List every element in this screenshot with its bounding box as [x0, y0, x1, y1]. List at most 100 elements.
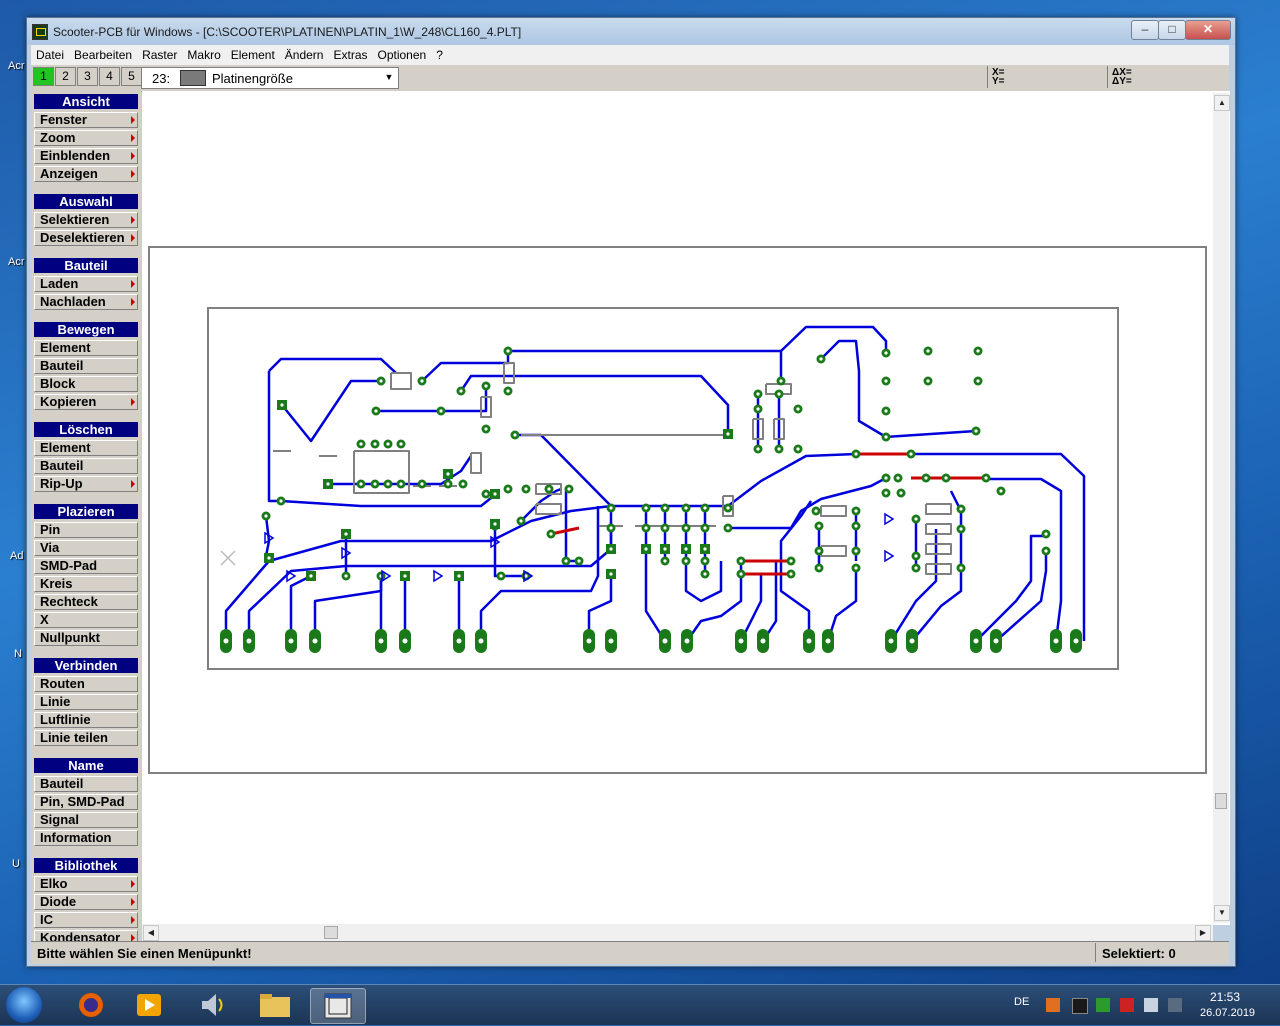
cmd-plazieren-pin[interactable]: Pin	[34, 522, 138, 538]
tray-app-icon[interactable]	[1046, 998, 1060, 1012]
cmd-verbinden-luftlinie[interactable]: Luftlinie	[34, 712, 138, 728]
cmd-plazieren-nullpunkt[interactable]: Nullpunkt	[34, 630, 138, 646]
cmd-bewegen-block[interactable]: Block	[34, 376, 138, 392]
status-message: Bitte wählen Sie einen Menüpunkt!	[37, 946, 252, 961]
title-bar[interactable]: Scooter-PCB für Windows - [C:\SCOOTER\PL…	[27, 18, 1235, 45]
menu-optionen[interactable]: Optionen	[377, 48, 427, 62]
cmd-bewegen-element[interactable]: Element	[34, 340, 138, 356]
scroll-up-icon[interactable]: ▲	[1214, 95, 1230, 111]
tray-flag-icon[interactable]	[1168, 998, 1182, 1012]
pcb-track	[281, 379, 381, 443]
cmd-plazieren-kreis[interactable]: Kreis	[34, 576, 138, 592]
cmd-bibliothek-ic[interactable]: IC	[34, 912, 138, 928]
menu-element[interactable]: Element	[230, 48, 275, 62]
layer-tab-2[interactable]: 2	[55, 67, 76, 86]
cmd-plazieren-x[interactable]: X	[34, 612, 138, 628]
cmd-bibliothek-elko[interactable]: Elko	[34, 876, 138, 892]
speaker-taskbar-icon[interactable]	[186, 988, 240, 1022]
layer-tab-5[interactable]: 5	[121, 67, 142, 86]
cmd-plazieren-rechteck[interactable]: Rechteck	[34, 594, 138, 610]
cmd-löschen-element[interactable]: Element	[34, 440, 138, 456]
pad-hole	[854, 509, 858, 513]
close-button[interactable]: ✕	[1185, 20, 1231, 40]
vertical-scroll-thumb[interactable]	[1215, 793, 1227, 809]
scroll-down-icon[interactable]: ▼	[1214, 905, 1230, 921]
pad-hole	[309, 574, 313, 578]
origin-cross-icon	[220, 550, 236, 566]
desktop-icon-label[interactable]: Acr	[8, 60, 25, 72]
pad-hole	[884, 351, 888, 355]
pcb-track	[535, 483, 562, 495]
cmd-bewegen-bauteil[interactable]: Bauteil	[34, 358, 138, 374]
tray-volume-icon[interactable]	[1144, 998, 1158, 1012]
layer-tab-4[interactable]: 4	[99, 67, 120, 86]
cmd-verbinden-routen[interactable]: Routen	[34, 676, 138, 692]
horizontal-scroll-thumb[interactable]	[324, 926, 338, 939]
cmd-ansicht-anzeigen[interactable]: Anzeigen	[34, 166, 138, 182]
cmd-name-signal[interactable]: Signal	[34, 812, 138, 828]
cmd-löschen-bauteil[interactable]: Bauteil	[34, 458, 138, 474]
clock-time[interactable]: 21:53	[1210, 990, 1241, 1004]
menu-datei[interactable]: Datei	[36, 48, 65, 62]
media-player-taskbar-icon[interactable]	[122, 988, 176, 1022]
scooter-pcb-taskbar-icon[interactable]	[310, 988, 366, 1024]
cmd-plazieren-smd-pad[interactable]: SMD-Pad	[34, 558, 138, 574]
folder-taskbar-icon[interactable]	[248, 988, 302, 1022]
cmd-bibliothek-diode[interactable]: Diode	[34, 894, 138, 910]
layer-tab-1[interactable]: 1	[33, 67, 54, 86]
tray-security-icon[interactable]	[1096, 998, 1110, 1012]
cmd-name-bauteil[interactable]: Bauteil	[34, 776, 138, 792]
scroll-right-icon[interactable]: ▶	[1195, 925, 1211, 941]
cmd-auswahl-selektieren[interactable]: Selektieren	[34, 212, 138, 228]
cmd-verbinden-linie-teilen[interactable]: Linie teilen	[34, 730, 138, 746]
menu-makro[interactable]: Makro	[187, 48, 221, 62]
layer-tab-3[interactable]: 3	[77, 67, 98, 86]
cmd-bauteil-nachladen[interactable]: Nachladen	[34, 294, 138, 310]
vertical-scrollbar[interactable]: ▲ ▼	[1213, 93, 1230, 923]
cmd-name-pin-smd-pad[interactable]: Pin, SMD-Pad	[34, 794, 138, 810]
clock-date[interactable]: 26.07.2019	[1200, 1007, 1256, 1019]
tray-monitor-icon[interactable]	[1072, 998, 1088, 1014]
submenu-arrow-icon	[131, 134, 135, 142]
chevron-down-icon[interactable]: ▼	[384, 72, 394, 82]
menu-raster[interactable]: Raster	[142, 48, 178, 62]
layer-select[interactable]: 23: Platinengröße ▼	[141, 67, 399, 89]
minimize-button[interactable]: –	[1131, 20, 1159, 40]
board-outline	[207, 307, 1119, 670]
pad-hole	[796, 447, 800, 451]
pcb-canvas[interactable]	[142, 91, 1230, 925]
menu-extras[interactable]: Extras	[333, 48, 368, 62]
pcb-track	[479, 506, 600, 641]
desktop-icon-label[interactable]: N	[14, 648, 22, 660]
pcb-track	[520, 487, 562, 522]
cmd-bauteil-laden[interactable]: Laden	[34, 276, 138, 292]
menu-bearbeiten[interactable]: Bearbeiten	[74, 48, 133, 62]
cmd-bewegen-kopieren[interactable]: Kopieren	[34, 394, 138, 410]
firefox-taskbar-icon[interactable]	[64, 988, 118, 1022]
cmd-ansicht-einblenden[interactable]: Einblenden	[34, 148, 138, 164]
start-button[interactable]	[6, 987, 42, 1023]
pcb-track	[587, 576, 613, 641]
cmd-verbinden-linie[interactable]: Linie	[34, 694, 138, 710]
desktop-icon-label[interactable]: Acr	[8, 256, 25, 268]
input-language[interactable]: DE	[1014, 996, 1030, 1008]
desktop-icon-label[interactable]: U	[12, 858, 20, 870]
menu-aendern[interactable]: Ändern	[284, 48, 324, 62]
tray-network-icon[interactable]	[1120, 998, 1134, 1012]
cmd-ansicht-fenster[interactable]: Fenster	[34, 112, 138, 128]
pcb-layout[interactable]	[142, 91, 1230, 925]
pad-hole	[884, 491, 888, 495]
cmd-ansicht-zoom[interactable]: Zoom	[34, 130, 138, 146]
cmd-löschen-rip-up[interactable]: Rip-Up	[34, 476, 138, 492]
menu-help[interactable]: ?	[436, 48, 443, 62]
cmd-auswahl-deselektieren[interactable]: Deselektieren	[34, 230, 138, 246]
pad-hole	[974, 429, 978, 433]
pcb-track	[268, 357, 397, 374]
maximize-button[interactable]: □	[1158, 20, 1186, 40]
app-icon[interactable]	[32, 24, 48, 40]
horizontal-scrollbar[interactable]: ◀ ▶	[142, 924, 1213, 941]
scroll-left-icon[interactable]: ◀	[143, 925, 159, 941]
cmd-name-information[interactable]: Information	[34, 830, 138, 846]
desktop-icon-label[interactable]: Ad	[10, 550, 24, 562]
cmd-plazieren-via[interactable]: Via	[34, 540, 138, 556]
